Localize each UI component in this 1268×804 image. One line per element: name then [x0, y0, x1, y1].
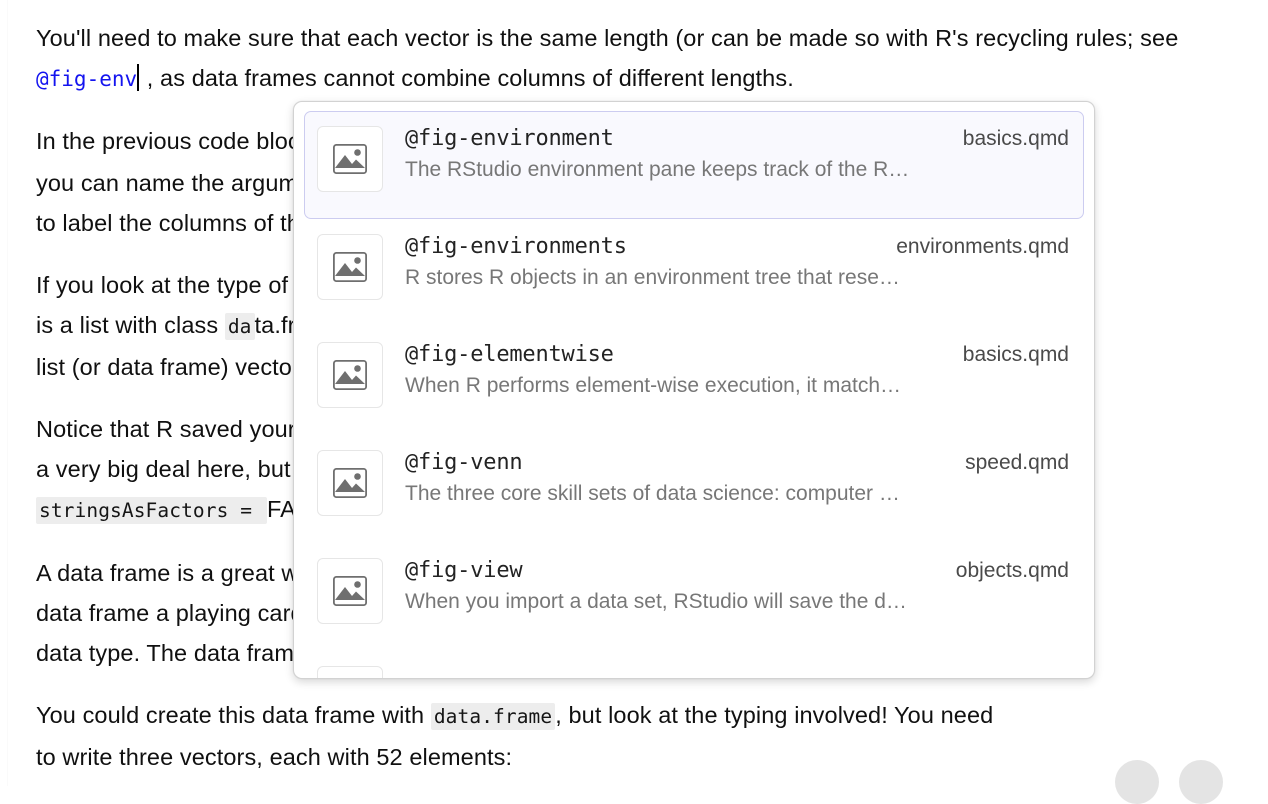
autocomplete-item-text: @fig-environments environments.qmd R store… [405, 232, 1069, 290]
autocomplete-item-description: When R performs element-wise execution, … [405, 374, 1069, 398]
autocomplete-item-text [405, 664, 1069, 673]
autocomplete-item-header: @fig-elementwise basics.qmd [405, 342, 1069, 367]
scroll-down-button[interactable] [1179, 760, 1223, 804]
inline-code-span: stringsAsFactors = [36, 497, 267, 524]
image-icon [317, 666, 383, 679]
autocomplete-item-id: @fig-venn [405, 450, 522, 475]
image-icon [317, 450, 383, 516]
autocomplete-item-header: @fig-environment basics.qmd [405, 126, 1069, 151]
autocomplete-item-description: R stores R objects in an environment tre… [405, 266, 1069, 290]
autocomplete-item-file: basics.qmd [963, 343, 1069, 367]
autocomplete-item-id: @fig-elementwise [405, 342, 614, 367]
image-icon [317, 558, 383, 624]
text-caret [137, 64, 139, 91]
floating-action-buttons[interactable] [1115, 760, 1223, 804]
paragraph-text: You'll need to make sure that each vecto… [36, 25, 1185, 51]
autocomplete-item-id: @fig-view [405, 558, 522, 583]
paragraph-text: If you look at the ty [36, 272, 235, 298]
autocomplete-item-file: environments.qmd [896, 235, 1069, 259]
autocomplete-item-file: basics.qmd [963, 127, 1069, 151]
inline-code-span: data.frame [431, 703, 555, 730]
inline-code-span: da [225, 313, 255, 340]
image-icon [317, 234, 383, 300]
editor-surface[interactable]: You'll need to make sure that each vecto… [0, 0, 1268, 786]
image-icon [317, 126, 383, 192]
autocomplete-item-header: @fig-venn speed.qmd [405, 450, 1069, 475]
paragraph-text: In the previous code [36, 128, 250, 154]
autocomplete-item-id: @fig-environments [405, 234, 627, 259]
paragraph-text: You could create this data frame with [36, 702, 431, 728]
autocomplete-item-header: @fig-view objects.qmd [405, 558, 1069, 583]
left-gutter-rule [7, 0, 8, 786]
autocomplete-item-file: objects.qmd [956, 559, 1069, 583]
paragraph-text: A data frame is a gr [36, 560, 242, 586]
image-icon [317, 342, 383, 408]
autocomplete-item-description: The three core skill sets of data scienc… [405, 482, 1069, 506]
paragraph-text: , as data frames cannot combine columns … [140, 65, 794, 91]
autocomplete-item-description: The RStudio environment pane keeps track… [405, 158, 1069, 182]
scroll-up-button[interactable] [1115, 760, 1159, 804]
para-vector-length: You'll need to make sure that each vecto… [36, 18, 1236, 99]
autocomplete-item-header: @fig-environments environments.qmd [405, 234, 1069, 259]
para-create: You could create this data frame with da… [36, 695, 1236, 777]
autocomplete-item-description: When you import a data set, RStudio will… [405, 590, 1069, 614]
xref-token[interactable]: @fig-env [36, 67, 137, 91]
autocomplete-item-file: speed.qmd [965, 451, 1069, 475]
autocomplete-item[interactable] [304, 651, 1084, 679]
autocomplete-item[interactable]: @fig-environments environments.qmd R store… [304, 219, 1084, 327]
paragraph-text: Notice that R saved [36, 416, 250, 442]
autocomplete-item-id: @fig-environment [405, 126, 614, 151]
